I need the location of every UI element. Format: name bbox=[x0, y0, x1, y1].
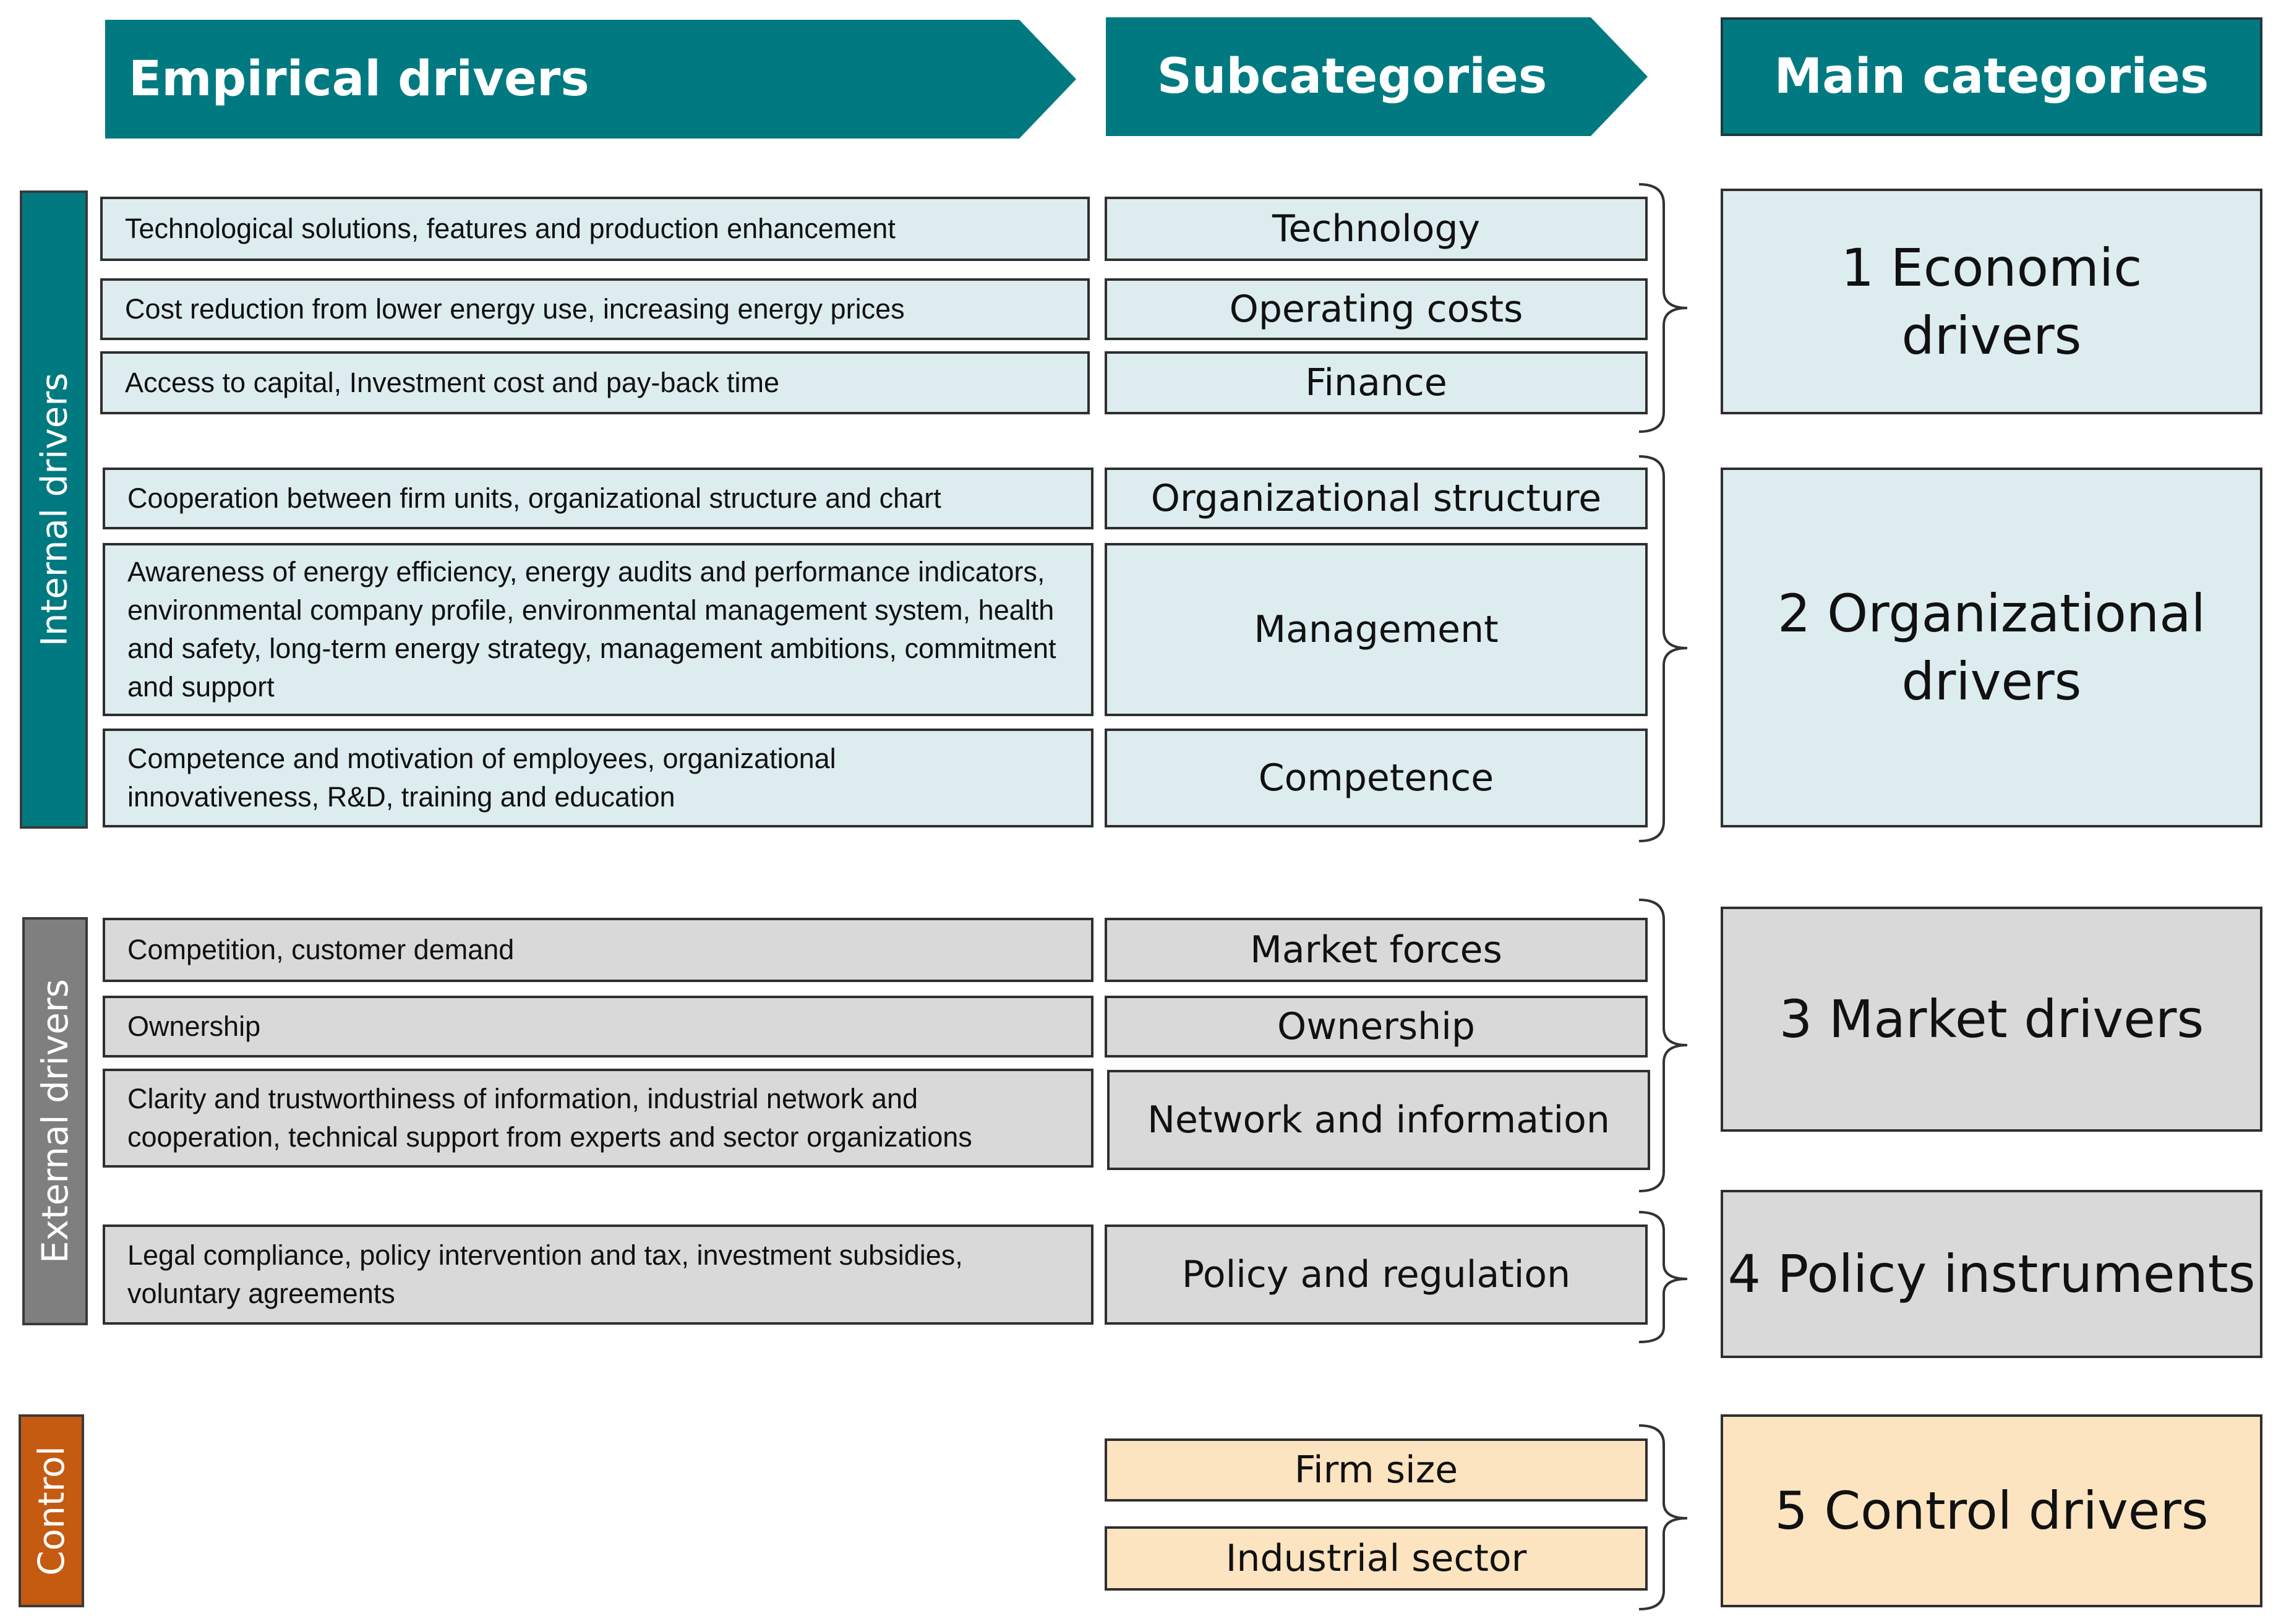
subcategory-box: Management bbox=[1105, 543, 1648, 716]
empirical-driver-box: Ownership bbox=[103, 996, 1093, 1058]
header-main-categories-label: Main categories bbox=[1774, 49, 2209, 105]
main-category-box: 1 Economic drivers bbox=[1721, 189, 2262, 414]
empirical-driver-text: Clarity and trustworthiness of informati… bbox=[127, 1083, 972, 1153]
empirical-driver-box: Clarity and trustworthiness of informati… bbox=[103, 1069, 1093, 1168]
main-category-label: 5 Control drivers bbox=[1774, 1481, 2209, 1541]
empirical-driver-box: Cooperation between firm units, organiza… bbox=[103, 468, 1093, 529]
subcategory-label: Finance bbox=[1305, 361, 1447, 404]
subcategory-label: Market forces bbox=[1250, 928, 1502, 972]
empirical-driver-box: Competition, customer demand bbox=[103, 918, 1093, 982]
empirical-driver-box: Legal compliance, policy intervention an… bbox=[103, 1224, 1093, 1325]
subcategory-label: Organizational structure bbox=[1150, 477, 1602, 520]
empirical-driver-text: Legal compliance, policy intervention an… bbox=[127, 1239, 963, 1309]
subcategory-box: Ownership bbox=[1105, 996, 1648, 1058]
subcategory-label: Competence bbox=[1258, 756, 1494, 800]
main-category-label: 4 Policy instruments bbox=[1727, 1244, 2256, 1304]
empirical-driver-text: Cost reduction from lower energy use, in… bbox=[125, 293, 905, 325]
empirical-driver-text: Access to capital, Investment cost and p… bbox=[125, 367, 779, 398]
subcategory-box: Organizational structure bbox=[1105, 468, 1648, 529]
empirical-driver-text: Competition, customer demand bbox=[127, 934, 515, 965]
empirical-driver-box: Competence and motivation of employees, … bbox=[103, 729, 1093, 827]
main-category-label: 3 Market drivers bbox=[1779, 989, 2204, 1049]
subcategory-box: Industrial sector bbox=[1105, 1526, 1648, 1591]
header-subcategories-label: Subcategories bbox=[1157, 49, 1547, 105]
subcategory-box: Technology bbox=[1105, 197, 1648, 261]
subcategory-label: Policy and regulation bbox=[1181, 1253, 1571, 1296]
empirical-driver-box: Awareness of energy efficiency, energy a… bbox=[103, 543, 1093, 716]
subcategory-box: Operating costs bbox=[1105, 278, 1648, 340]
subcategory-box: Market forces bbox=[1105, 918, 1648, 982]
empirical-driver-box: Cost reduction from lower energy use, in… bbox=[100, 278, 1090, 340]
subcategory-label: Operating costs bbox=[1229, 288, 1523, 331]
main-category-label: 1 Economic drivers bbox=[1841, 237, 2142, 366]
empirical-driver-box: Access to capital, Investment cost and p… bbox=[100, 351, 1090, 414]
bracket-organizational bbox=[1638, 455, 1688, 842]
main-category-box: 4 Policy instruments bbox=[1721, 1190, 2262, 1358]
header-subcategories: Subcategories bbox=[1106, 17, 1648, 136]
bracket-policy bbox=[1638, 1211, 1688, 1343]
header-empirical-drivers: Empirical drivers bbox=[105, 20, 1076, 139]
subcategory-box: Firm size bbox=[1105, 1438, 1648, 1502]
subcategory-label: Ownership bbox=[1277, 1005, 1475, 1048]
main-category-box: 2 Organizational drivers bbox=[1721, 468, 2262, 827]
subcategory-box: Competence bbox=[1105, 729, 1648, 827]
empirical-driver-text: Cooperation between firm units, organiza… bbox=[127, 482, 941, 514]
subcategory-label: Management bbox=[1254, 608, 1499, 651]
empirical-driver-text: Competence and motivation of employees, … bbox=[127, 743, 836, 813]
subcategory-label: Industrial sector bbox=[1225, 1537, 1527, 1580]
header-main-categories: Main categories bbox=[1721, 17, 2262, 136]
subcategory-label: Network and information bbox=[1147, 1098, 1610, 1142]
bracket-market bbox=[1638, 899, 1688, 1192]
main-category-label: 2 Organizational drivers bbox=[1778, 583, 2206, 712]
subcategory-label: Firm size bbox=[1294, 1448, 1458, 1492]
side-label-control: Control bbox=[19, 1414, 84, 1607]
empirical-driver-box: Technological solutions, features and pr… bbox=[100, 197, 1090, 261]
main-category-box: 5 Control drivers bbox=[1721, 1414, 2262, 1607]
side-label-internal-drivers: Internal drivers bbox=[20, 190, 88, 829]
bracket-control bbox=[1638, 1424, 1688, 1610]
subcategory-box: Network and information bbox=[1107, 1070, 1650, 1170]
subcategory-box: Finance bbox=[1105, 351, 1648, 414]
header-empirical-drivers-label: Empirical drivers bbox=[129, 51, 589, 107]
empirical-driver-text: Technological solutions, features and pr… bbox=[125, 213, 896, 244]
bracket-economic bbox=[1638, 183, 1688, 433]
empirical-driver-text: Awareness of energy efficiency, energy a… bbox=[127, 556, 1056, 703]
subcategory-box: Policy and regulation bbox=[1105, 1224, 1648, 1325]
subcategory-label: Technology bbox=[1272, 207, 1481, 250]
empirical-driver-text: Ownership bbox=[127, 1011, 261, 1042]
side-label-external-drivers: External drivers bbox=[22, 917, 88, 1325]
main-category-box: 3 Market drivers bbox=[1721, 907, 2262, 1132]
